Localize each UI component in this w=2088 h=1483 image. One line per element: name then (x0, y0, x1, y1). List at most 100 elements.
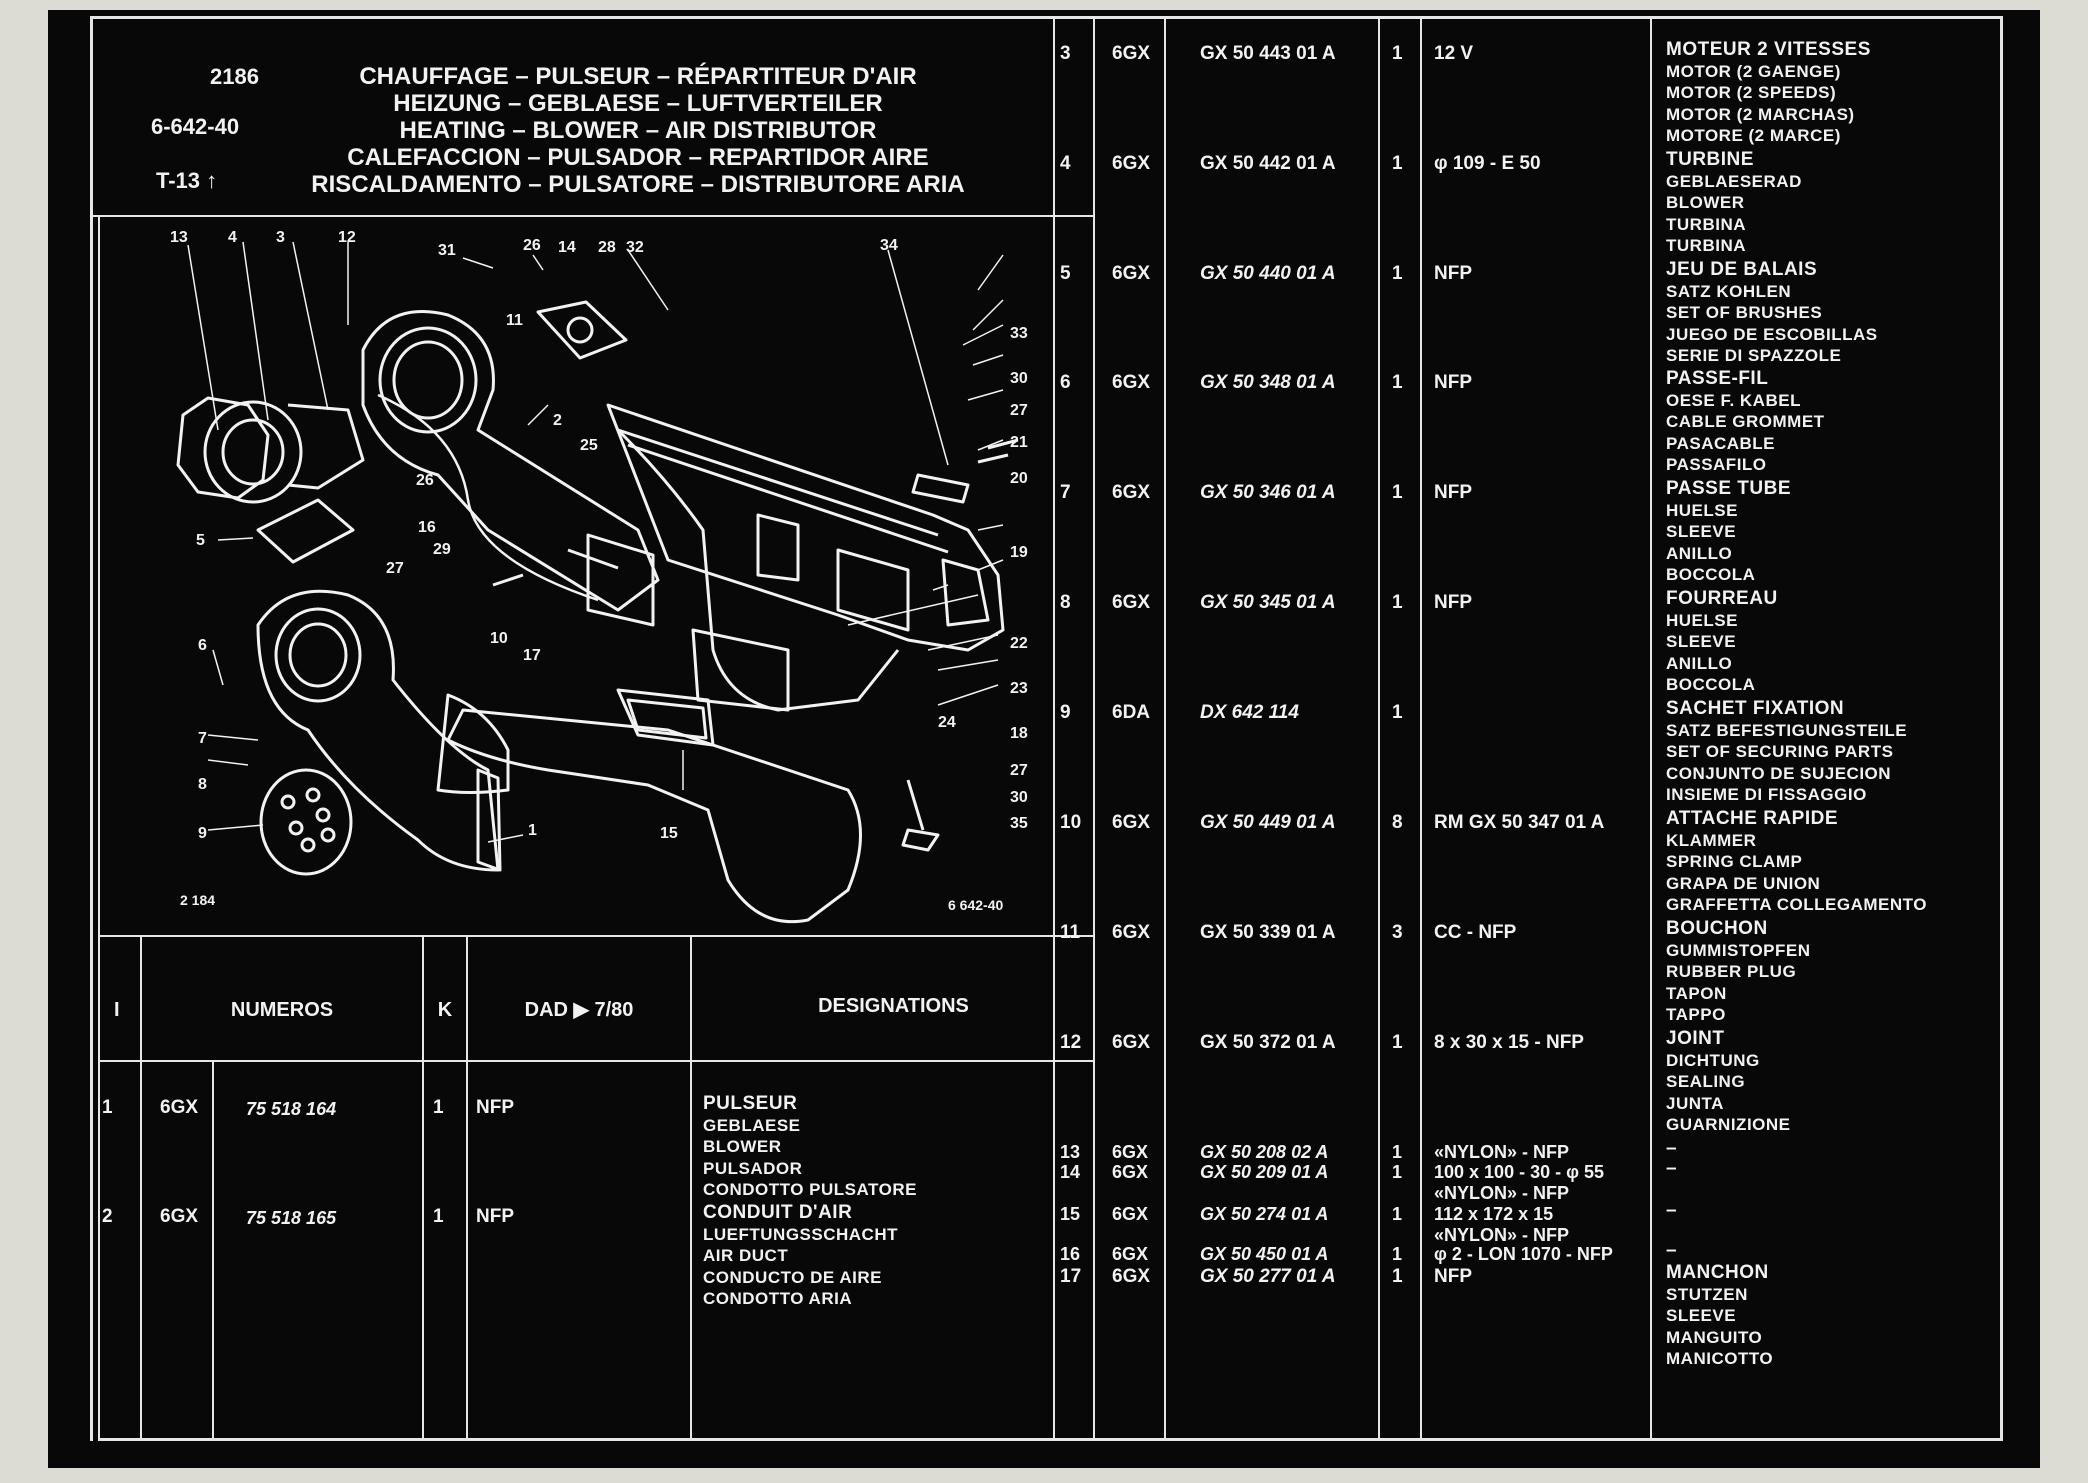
row-i: 16 (1060, 1244, 1081, 1264)
row-code: 6GX (1112, 153, 1151, 174)
callout-1: 1 (528, 822, 537, 839)
fixation-kit-part (259, 768, 353, 876)
callout-35: 35 (1010, 815, 1028, 832)
row-code: 6GX (1112, 43, 1151, 64)
callout-17: 17 (523, 647, 541, 664)
callout-27b: 27 (1010, 762, 1028, 779)
row-code: 6GX (1112, 1142, 1149, 1162)
row-num: 75 518 164 (246, 1099, 337, 1119)
row-k: 1 (1392, 592, 1403, 613)
callout-12: 12 (338, 230, 356, 246)
row-desc: – (1666, 1200, 1678, 1221)
row-code: 6GX (1112, 1204, 1149, 1224)
callout-15: 15 (660, 825, 678, 842)
blower-housing-part (176, 396, 270, 500)
callout-14: 14 (558, 239, 576, 256)
row-num: GX 50 346 01 A (1200, 482, 1336, 503)
row-dad: φ 109 - E 50 (1434, 153, 1541, 174)
row-num: GX 50 209 01 A (1200, 1162, 1329, 1182)
row-dad: RM GX 50 347 01 A (1434, 812, 1605, 833)
callout-29: 29 (433, 541, 451, 558)
callout-22: 22 (1010, 635, 1028, 652)
row-code: 6GX (1112, 812, 1151, 833)
frame-left (90, 16, 93, 1441)
row-code: 6GX (160, 1097, 199, 1118)
row-dad: 8 x 30 x 15 - NFP (1434, 1032, 1584, 1053)
row-code: 6GX (1112, 482, 1151, 503)
row-code: 6GX (1112, 1266, 1151, 1287)
row-dad: NFP (1434, 1266, 1472, 1287)
left-col-code (212, 1060, 214, 1440)
diagram-label-left: 2 184 (180, 892, 215, 908)
callout-5: 5 (196, 532, 205, 549)
row-dad: φ 2 - LON 1070 - NFP (1434, 1244, 1613, 1264)
row-i: 2 (102, 1206, 113, 1227)
row-dad: 12 V (1434, 43, 1474, 64)
row-desc: – (1666, 1158, 1678, 1179)
left-col-k (466, 935, 468, 1440)
row-i: 3 (1060, 43, 1071, 64)
left-col-num (422, 935, 424, 1440)
row-code: 6DA (1112, 702, 1151, 723)
callout-27c: 27 (386, 560, 404, 577)
callout-33: 33 (1010, 325, 1028, 342)
row-k: 1 (1392, 482, 1403, 503)
table-header-divider (98, 1060, 1095, 1062)
right-col-i (1053, 16, 1055, 1441)
row-k: 1 (433, 1206, 444, 1227)
row-num: GX 50 440 01 A (1200, 263, 1336, 284)
title-en: HEATING – BLOWER – AIR DISTRIBUTOR (399, 117, 877, 144)
callout-6: 6 (198, 637, 207, 654)
title-fr: CHAUFFAGE – PULSEUR – RÉPARTITEUR D'AIR (359, 63, 917, 90)
row-num: GX 50 449 01 A (1200, 812, 1336, 833)
row-dad-2: «NYLON» - NFP (1434, 1225, 1570, 1245)
row-dad: NFP (476, 1097, 514, 1118)
t-ref-label: T-13 (156, 168, 201, 193)
row-num: GX 50 274 01 A (1200, 1204, 1329, 1224)
row-num: GX 50 450 01 A (1200, 1244, 1329, 1264)
row-num: GX 50 339 01 A (1200, 922, 1336, 943)
parts-sheet: 2186 6-642-40 T-13 ↑ CHAUFFAGE – PULSEUR… (48, 10, 2040, 1468)
callout-2: 2 (553, 412, 562, 429)
ref-code: 6-642-40 (151, 114, 240, 139)
row-desc: – (1666, 1138, 1678, 1159)
callout-23: 23 (1010, 680, 1028, 697)
callout-25: 25 (580, 437, 598, 454)
row-i: 17 (1060, 1266, 1082, 1287)
lower-air-duct (446, 708, 862, 924)
callout-30: 30 (1010, 370, 1028, 387)
frame-bottom (98, 1438, 2002, 1441)
row-code: 6GX (1112, 263, 1151, 284)
callout-32: 32 (626, 239, 644, 256)
row-code: 6GX (1112, 922, 1151, 943)
row-i: 7 (1060, 482, 1071, 503)
row-k: 1 (1392, 1032, 1403, 1053)
row-i: 8 (1060, 592, 1071, 613)
callout-19: 19 (1010, 544, 1028, 561)
row-dad: NFP (476, 1206, 514, 1227)
lower-blower-part (256, 589, 500, 872)
row-code: 6GX (1112, 1162, 1149, 1182)
row-dad: 112 x 172 x 15 (1434, 1204, 1554, 1224)
callout-18: 18 (1010, 725, 1028, 742)
row-num: GX 50 372 01 A (1200, 1032, 1336, 1053)
callout-26b: 26 (416, 472, 434, 489)
title-es: CALEFACCION – PULSADOR – REPARTIDOR AIRE (347, 144, 929, 171)
right-col-num (1164, 16, 1166, 1441)
row-code: 6GX (1112, 1244, 1149, 1264)
row-dad-2: «NYLON» - NFP (1434, 1183, 1570, 1203)
callout-13: 13 (170, 230, 188, 246)
callout-28: 28 (598, 239, 616, 256)
callout-27: 27 (1010, 402, 1028, 419)
row-code: 6GX (1112, 1032, 1151, 1053)
row-num: 75 518 165 (246, 1208, 337, 1228)
header-divider (90, 215, 1095, 217)
row-k: 1 (433, 1097, 444, 1118)
scroll-housing-upper (361, 310, 660, 612)
